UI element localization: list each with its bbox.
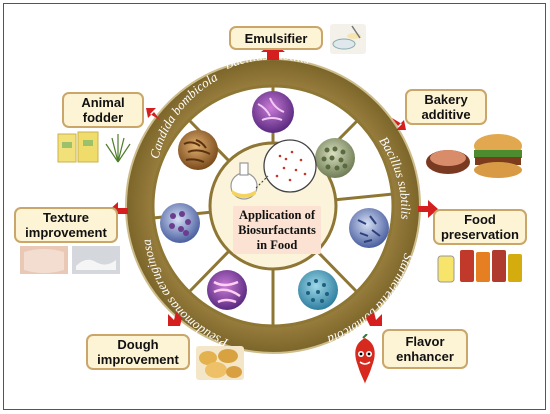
label-bakery-line1: Bakery: [424, 92, 468, 107]
emulsifier-image: [330, 24, 366, 54]
microbe-image-top-left: [178, 130, 218, 170]
arrow-animal-fodder: [146, 108, 160, 120]
label-texture-line2: improvement: [25, 225, 107, 240]
bakery-image: [418, 124, 528, 184]
arrow-flavor: [366, 312, 382, 326]
microbe-image-top: [252, 91, 294, 133]
label-emulsifier-text: Emulsifier: [244, 30, 308, 46]
label-bakery-additive: Bakery additive: [405, 89, 487, 125]
label-food-preservation-line2: preservation: [440, 227, 520, 242]
microbe-image-right: [349, 208, 389, 248]
label-dough-improvement: Dough improvement: [86, 334, 190, 370]
label-flavor-enhancer: Flavor enhancer: [382, 329, 468, 369]
center-title-line3: in Food: [257, 238, 298, 252]
label-texture-line1: Texture: [43, 210, 89, 225]
label-bakery-line2: additive: [421, 107, 471, 122]
label-emulsifier: Emulsifier: [229, 26, 323, 50]
label-dough-line1: Dough: [117, 337, 159, 352]
petri-dish-icon: [255, 139, 317, 193]
label-flavor-line2: enhancer: [396, 349, 454, 364]
animal-fodder-image: [56, 130, 134, 166]
center-title-line2: Biosurfactants: [238, 223, 316, 237]
texture-image: [20, 244, 120, 276]
outward-arrows: [108, 42, 438, 326]
arrow-bakery: [392, 118, 406, 130]
microbe-image-left: [160, 203, 200, 243]
label-dough-line2: improvement: [97, 352, 179, 367]
flask-icon: [230, 162, 258, 200]
label-animal-fodder-line2: fodder: [82, 110, 124, 125]
label-texture-improvement: Texture improvement: [14, 207, 118, 243]
label-flavor-line1: Flavor: [405, 334, 445, 349]
microbe-image-bottom-left: [207, 270, 247, 310]
label-animal-fodder: Animal fodder: [62, 92, 144, 128]
arrow-dough: [168, 312, 182, 326]
label-food-preservation: Food preservation: [433, 209, 527, 245]
food-preservation-image: [434, 246, 526, 286]
center-label-bg: [233, 206, 321, 254]
center-title-line1: Application of: [239, 208, 316, 222]
dough-image: [196, 346, 244, 380]
microbe-image-top-right: [315, 138, 355, 178]
label-animal-fodder-line1: Animal: [81, 95, 125, 110]
label-food-preservation-line1: Food: [464, 212, 496, 227]
microbe-image-bottom-right: [298, 270, 338, 310]
arrow-emulsifier: [261, 42, 285, 60]
flavor-image: [348, 333, 382, 386]
